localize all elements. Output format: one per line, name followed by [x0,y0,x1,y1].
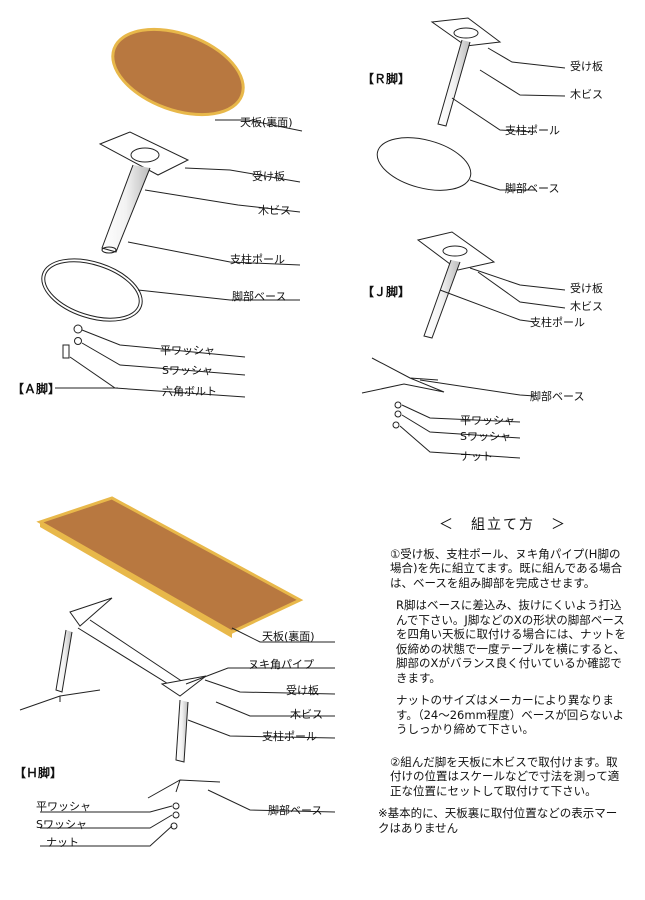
a-hex-bolt [62,344,70,359]
a-label-flat-washer: 平ワッシャ [160,344,215,357]
j-label-screw: 木ビス [570,300,603,313]
h-label-flat-washer: 平ワッシャ [36,800,91,813]
j-base [361,357,445,394]
instructions-note-r: R脚はベースに差込み、抜けにくいよう打込んで下さい。J脚などのXの形状の脚部ベー… [396,598,626,685]
j-label-spring-washer: Sワッシャ [460,430,511,443]
a-label-base: 脚部ベース [232,290,287,303]
a-label-hex-bolt: 六角ボルト [162,385,217,398]
r-label-screw: 木ビス [570,88,603,101]
instructions-note-nut: ナットのサイズはメーカーにより異なります。（24〜26mm程度）ベースが回らない… [396,693,624,736]
a-base [41,258,143,322]
a-leg-drawing [41,27,303,398]
r-leg-title: 【Ｒ脚】 [362,72,411,86]
j-leg-drawing [361,231,566,459]
j-label-base: 脚部ベース [530,390,585,403]
instructions-step1: ①受け板、支柱ポール、ヌキ角パイプ(H脚の場合)を先に組立てます。既に組んである… [390,546,623,590]
h-leg-drawing [19,496,336,847]
a-leg-title: 【Ａ脚】 [12,382,61,396]
a-label-pole: 支柱ポール [230,253,285,266]
h-label-receiver: 受け板 [286,684,319,697]
a-label-screw: 木ビス [258,204,291,217]
a-label-spring-washer: Sワッシャ [162,364,213,377]
instructions-remark: ※基本的に、天板裏に取付位置などの表示マークはありません [378,806,618,835]
h-tabletop [36,496,304,634]
h-label-base: 脚部ベース [268,804,323,817]
h-label-tabletop: 天板(裏面) [262,630,315,643]
a-tabletop [111,27,245,117]
a-receiver-plate [98,131,190,176]
r-label-receiver: 受け板 [570,60,603,73]
h-leg-title: 【Ｈ脚】 [14,766,63,780]
r-receiver-plate [430,17,502,47]
h-label-nut: ナット [46,836,79,849]
r-base [376,137,472,191]
j-label-flat-washer: 平ワッシャ [460,414,515,427]
h-label-spring-washer: Sワッシャ [36,818,87,831]
j-label-receiver: 受け板 [570,282,603,295]
j-label-pole: 支柱ポール [530,316,585,329]
h-pipe [77,619,187,691]
h-label-screw: 木ビス [290,708,323,721]
instructions-step2: ②組んだ脚を天板に木ビスで取付けます。取付けの位置はスケールなどで寸法を測って適… [390,754,620,798]
r-leg-drawing [376,17,566,191]
a-label-receiver: 受け板 [252,170,285,183]
r-label-base: 脚部ベース [505,182,560,195]
h-label-pipe: ヌキ角パイプ [248,658,314,671]
h-label-pole: 支柱ポール [262,730,317,743]
assembly-instructions: ＜ 組立て方 ＞ ①受け板、支柱ポール、ヌキ角パイプ(H脚の場合)を先に組立てま… [378,518,628,843]
instructions-heading: ＜ 組立て方 ＞ [439,517,567,533]
j-receiver-plate [416,231,496,271]
j-label-nut: ナット [460,450,493,463]
r-label-pole: 支柱ポール [505,124,560,137]
j-leg-title: 【Ｊ脚】 [362,285,411,299]
a-label-tabletop: 天板(裏面) [240,116,293,129]
